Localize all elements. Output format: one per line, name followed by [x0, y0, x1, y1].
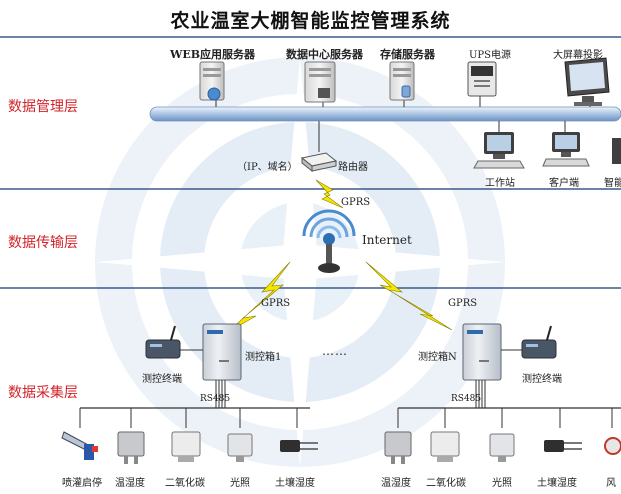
client-icon — [542, 132, 590, 167]
light-sensor-icon — [227, 433, 253, 462]
device-label-right-3: 土壤湿度 — [537, 478, 577, 489]
soil-moisture-sensor-icon — [280, 440, 318, 452]
storage-server-icon — [389, 61, 415, 101]
layer-label-collection: 数据采集层 — [8, 385, 78, 401]
device-label-right-0: 温湿度 — [381, 478, 411, 489]
temp-humidity-sensor-icon — [117, 431, 145, 464]
data-center-server-icon — [304, 61, 336, 103]
control-box-1-label: 测控箱1 — [245, 352, 282, 363]
ip-domain-label: （IP、域名） — [237, 162, 298, 173]
ellipsis-label: …… — [322, 344, 348, 358]
internet-antenna-icon — [302, 209, 356, 273]
workstation-icon — [473, 132, 525, 169]
lightning-right — [365, 261, 453, 331]
web-server-label: WEB应用服务器 — [170, 48, 256, 61]
page-title: 农业温室大棚智能监控管理系统 — [170, 10, 451, 32]
gprs-left-label: GPRS — [261, 298, 291, 309]
smart-label: 智能 — [604, 178, 621, 189]
big-screen-label: 大屏幕投影 — [553, 50, 603, 61]
control-box-N-icon — [462, 323, 502, 381]
terminal-left-label: 测控终端 — [142, 374, 182, 385]
router-label: 路由器 — [338, 162, 368, 173]
light-sensor-right-icon — [489, 433, 515, 462]
terminal-right-icon — [521, 325, 557, 359]
sprinkler-valve-icon — [61, 431, 98, 460]
device-label-right-1: 二氧化碳 — [426, 478, 466, 489]
control-box-1-icon — [202, 323, 242, 381]
wind-sensor-icon — [604, 437, 621, 455]
gprs-top-label: GPRS — [341, 197, 371, 208]
client-label: 客户端 — [549, 178, 579, 189]
router-icon — [300, 152, 338, 173]
web-server-icon — [199, 61, 225, 101]
storage-server-label: 存储服务器 — [380, 48, 435, 61]
smart-device-icon — [612, 138, 621, 164]
internet-label: Internet — [362, 233, 412, 247]
device-label-left-1: 温湿度 — [115, 478, 145, 489]
device-label-left-0: 喷灌启停 — [62, 478, 102, 489]
device-label-left-3: 光照 — [230, 478, 250, 489]
data-center-label: 数据中心服务器 — [286, 48, 363, 61]
lightning-top — [315, 179, 344, 209]
soil-moisture-sensor-right-icon — [544, 440, 582, 452]
rs485-right-label: RS485 — [451, 394, 482, 404]
lightning-left — [227, 261, 291, 333]
workstation-label: 工作站 — [485, 178, 515, 189]
terminal-right-label: 测控终端 — [522, 374, 562, 385]
terminal-left-icon — [145, 325, 181, 359]
ups-icon — [467, 61, 497, 97]
network-bus — [149, 106, 621, 122]
device-label-left-2: 二氧化碳 — [165, 478, 205, 489]
gprs-right-label: GPRS — [448, 298, 478, 309]
rs485-left-label: RS485 — [200, 394, 231, 404]
ups-label: UPS电源 — [469, 50, 512, 61]
device-label-right-4: 风 — [606, 478, 616, 489]
big-screen-projector-icon — [564, 57, 610, 106]
control-box-N-label: 测控箱N — [418, 352, 457, 363]
layer-label-transmission: 数据传输层 — [8, 235, 78, 251]
layer-label-management: 数据管理层 — [8, 99, 78, 115]
device-label-left-4: 土壤湿度 — [275, 478, 315, 489]
co2-sensor-right-icon — [430, 431, 460, 462]
device-label-right-2: 光照 — [492, 478, 512, 489]
temp-humidity-sensor-right-icon — [384, 431, 412, 464]
co2-sensor-icon — [171, 431, 201, 462]
